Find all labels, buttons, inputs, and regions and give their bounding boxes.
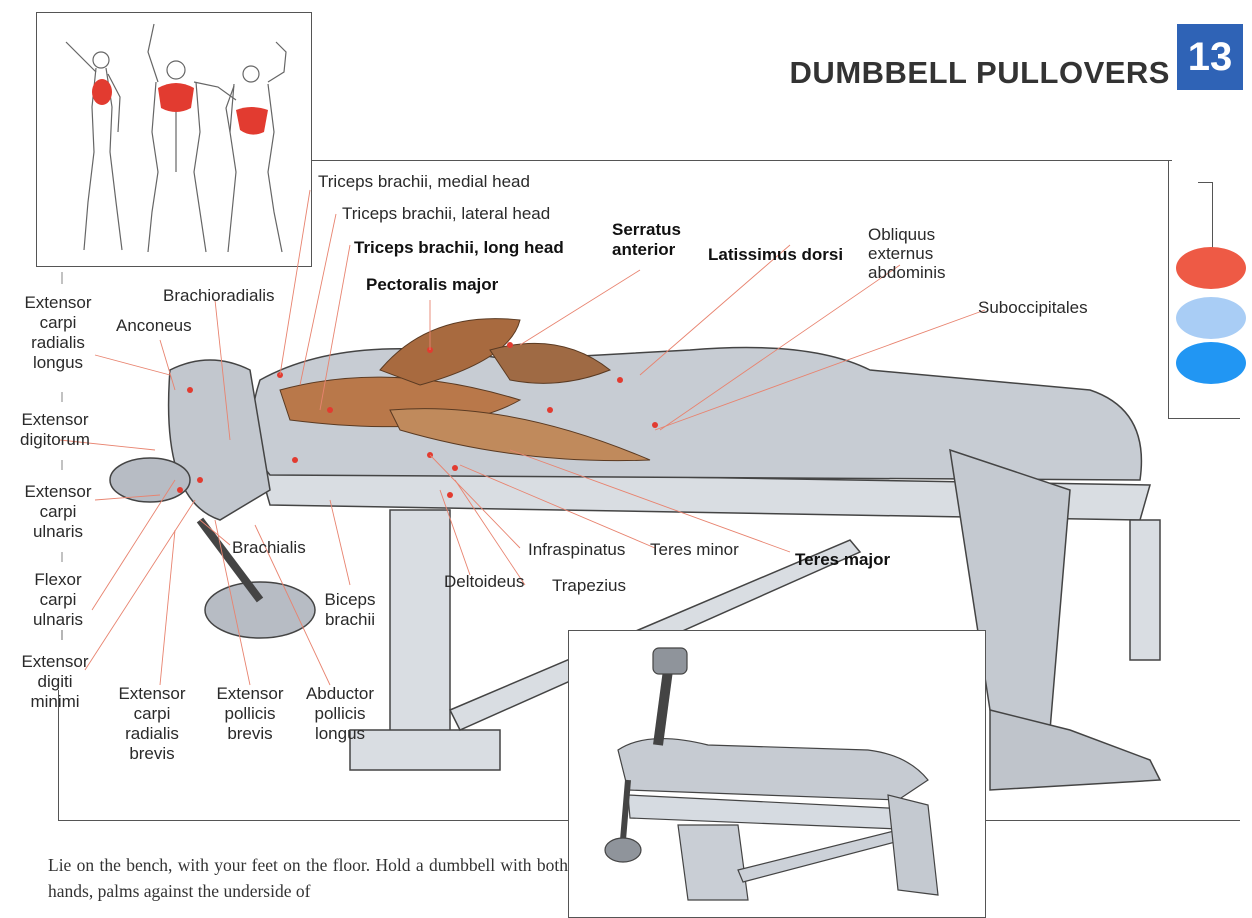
label-ed-2: digitorum	[0, 430, 110, 449]
label-edm-2: digiti	[0, 672, 110, 691]
label-ecrl-3: radialis	[8, 333, 108, 352]
label-ecrl-1: Extensor	[8, 293, 108, 312]
label-suboccipitales: Suboccipitales	[978, 298, 1088, 317]
label-edm-3: minimi	[0, 692, 110, 711]
label-triceps-long: Triceps brachii, long head	[354, 238, 564, 257]
label-ecu-3: ulnaris	[8, 522, 108, 541]
label-apl-2: pollicis	[295, 704, 385, 723]
label-ecrb-1: Extensor	[112, 684, 192, 703]
label-obliquus-1: Obliquus	[868, 225, 935, 244]
instructions-text: Lie on the bench, with your feet on the …	[48, 852, 568, 904]
label-obliquus-3: abdominis	[868, 263, 946, 282]
label-ed-1: Extensor	[0, 410, 110, 429]
label-ecrb-4: brevis	[112, 744, 192, 763]
label-ecrb-2: carpi	[112, 704, 192, 723]
label-infraspinatus: Infraspinatus	[528, 540, 625, 559]
inset-illustration	[568, 630, 986, 918]
label-ecrl-4: longus	[8, 353, 108, 372]
label-teres-minor: Teres minor	[650, 540, 739, 559]
label-brachioradialis: Brachioradialis	[163, 286, 275, 305]
label-obliquus-2: externus	[868, 244, 933, 263]
label-edm-1: Extensor	[0, 652, 110, 671]
label-serratus-2: anterior	[612, 240, 675, 259]
label-epb-2: pollicis	[210, 704, 290, 723]
label-ecrl-2: carpi	[8, 313, 108, 332]
label-anconeus: Anconeus	[116, 316, 192, 335]
label-ecu-2: carpi	[8, 502, 108, 521]
label-ecu-1: Extensor	[8, 482, 108, 501]
label-biceps-1: Biceps	[310, 590, 390, 609]
label-deltoideus: Deltoideus	[444, 572, 524, 591]
label-ecrb-3: radialis	[112, 724, 192, 743]
label-serratus-1: Serratus	[612, 220, 681, 239]
label-latissimus: Latissimus dorsi	[708, 245, 843, 264]
label-trapezius: Trapezius	[552, 576, 626, 595]
label-triceps-lateral: Triceps brachii, lateral head	[342, 204, 550, 223]
label-apl-1: Abductor	[295, 684, 385, 703]
label-fcu-3: ulnaris	[8, 610, 108, 629]
label-apl-3: longus	[295, 724, 385, 743]
label-brachialis: Brachialis	[232, 538, 306, 557]
label-epb-3: brevis	[210, 724, 290, 743]
label-epb-1: Extensor	[210, 684, 290, 703]
label-biceps-2: brachii	[310, 610, 390, 629]
label-fcu-2: carpi	[8, 590, 108, 609]
label-pectoralis: Pectoralis major	[366, 275, 498, 294]
label-teres-major: Teres major	[795, 550, 890, 569]
label-fcu-1: Flexor	[8, 570, 108, 589]
label-triceps-medial: Triceps brachii, medial head	[318, 172, 530, 191]
